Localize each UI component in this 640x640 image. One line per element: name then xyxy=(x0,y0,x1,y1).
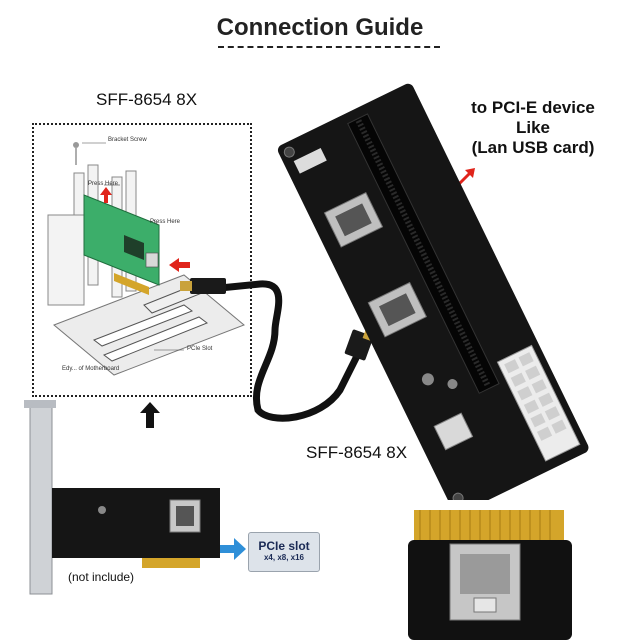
red-arrow-icon xyxy=(456,168,475,187)
page-title: Connection Guide xyxy=(216,14,424,41)
pcie-slot-label: PCIe Slot xyxy=(187,346,213,352)
connector-closeup xyxy=(408,510,572,640)
pcie-slot-badge-subtitle: x4, x8, x16 xyxy=(263,553,305,562)
press-here-label-2: Press Here xyxy=(150,219,181,225)
installation-guide-box xyxy=(32,123,252,397)
sff-8654-cable xyxy=(180,278,376,422)
pcie-device-line2: Like xyxy=(515,118,551,137)
not-include-label: (not include) xyxy=(68,570,135,584)
up-arrow-icon xyxy=(140,402,160,428)
pcie-slot-badge-title: PCIe slot xyxy=(258,539,310,553)
installation-illustration xyxy=(47,142,245,376)
press-here-label-1: Press Here xyxy=(88,181,119,187)
blue-arrow-icon xyxy=(220,538,246,560)
motherboard-label: Edy... of Motherboard xyxy=(62,366,120,372)
pcie-device-line1: to PCI-E device xyxy=(471,98,595,117)
top-connector-label: SFF-8654 8X xyxy=(96,90,198,109)
pcie-device-line3: (Lan USB card) xyxy=(471,138,595,157)
pcie-slot-badge: PCIe slot x4, x8, x16 xyxy=(248,532,320,572)
sff-adapter-card xyxy=(24,400,220,595)
bracket-screw-label: Bracket Screw xyxy=(108,137,147,143)
title-underline xyxy=(218,46,440,48)
pcie-riser-board xyxy=(277,83,589,500)
bottom-connector-label: SFF-8654 8X xyxy=(306,443,408,462)
pcie-device-label: to PCI-E device Like (Lan USB card) xyxy=(438,98,628,158)
